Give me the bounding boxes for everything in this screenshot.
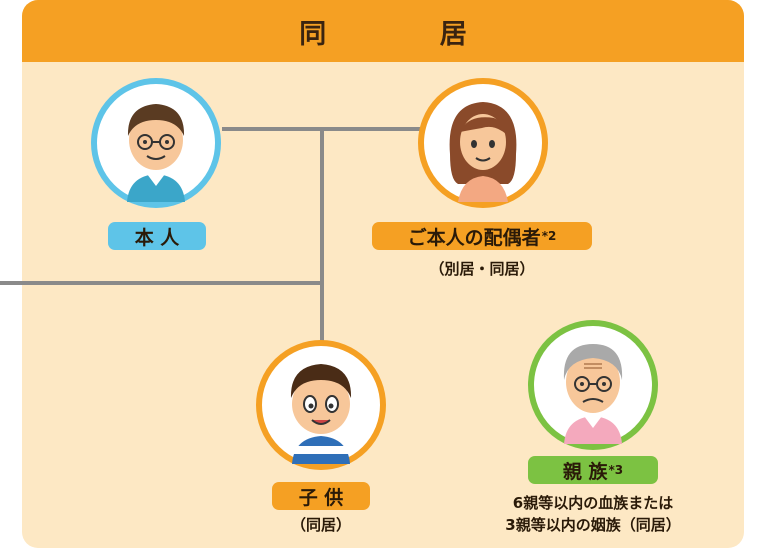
spouse-note: （別居・同居） [429,260,535,278]
child-portrait [256,340,386,470]
spouse-footnote-mark: *2 [541,229,557,243]
self-label-text: 本 人 [134,226,180,249]
header-title: 同 居 [299,18,519,50]
relative-note-line2: 3親等以内の姻族（同居） [505,516,681,534]
spouse-label-text: ご本人の配偶者 [407,226,541,249]
relative-footnote-mark: *3 [608,463,624,477]
relative-label-text: 親 族 [562,460,608,483]
elderly-man-icon [563,344,623,444]
relative-note-line1: 6親等以内の血族または [512,494,674,512]
boy-with-glasses-icon [127,104,185,202]
child-icon [290,364,352,464]
relative-portrait [528,320,658,450]
child-label: 子 供 [272,482,370,510]
child-label-text: 子 供 [298,486,344,509]
woman-icon [449,102,517,202]
relative-label: 親 族*3 [528,456,658,484]
spouse-label: ご本人の配偶者*2 [372,222,592,250]
self-portrait [91,78,221,208]
spouse-portrait [418,78,548,208]
child-note: （同居） [290,516,351,534]
self-label: 本 人 [108,222,206,250]
header-bar: 同 居 [22,0,744,62]
